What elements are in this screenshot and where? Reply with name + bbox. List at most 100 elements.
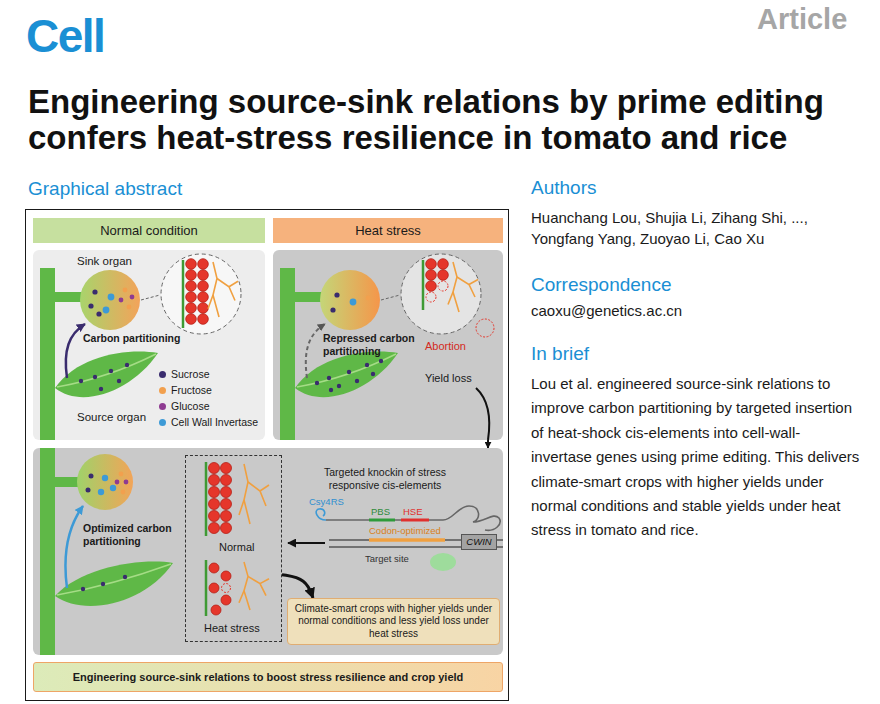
aborted-flower — [426, 292, 436, 302]
tomato-fruit — [221, 499, 232, 510]
tomato-fruit — [209, 511, 220, 522]
text-slot: Source organ — [77, 410, 146, 424]
molecule-dot — [329, 388, 333, 392]
text-slot: Heat stress — [204, 622, 260, 635]
tomato-fruit — [209, 499, 220, 510]
tomato-fruit — [438, 259, 449, 270]
molecule-dot — [110, 485, 116, 491]
molecule-dot — [79, 379, 83, 383]
summary-text: Engineering source-sink relations to boo… — [73, 671, 464, 684]
label-slot: HSE — [403, 506, 423, 517]
molecule-dot — [109, 369, 113, 373]
source-leaf — [55, 562, 173, 606]
abstract-frame: Graphical abstractNormal conditionHeat s… — [26, 210, 508, 700]
legend-text: Sucrose — [171, 368, 210, 381]
tomato-fruit — [221, 511, 232, 522]
tomato-fruit — [198, 314, 209, 325]
csy4-hairpin — [316, 509, 326, 520]
legend-text: Fructose — [171, 384, 212, 397]
zoom-circle — [161, 254, 241, 334]
tomato-fruit — [221, 475, 232, 486]
heat-panel: Repressed carbon partitioningAbortionYie… — [273, 250, 503, 440]
label-slot: Authors — [531, 176, 596, 199]
construct-label: Csy4RS — [309, 496, 344, 507]
connector-arrow — [282, 575, 313, 598]
illustration — [273, 250, 503, 440]
outcome-box: NormalHeat stress — [185, 455, 282, 642]
text-slot: Normal — [219, 541, 254, 554]
pegrna-strand — [326, 519, 443, 521]
sink-fruit — [80, 270, 140, 330]
tomato-fruit — [221, 595, 231, 605]
tomato-fruit — [209, 583, 219, 593]
repressed-flow-arrow — [306, 324, 325, 378]
plant-stem — [280, 268, 295, 440]
aborted-flower — [222, 584, 231, 593]
label-slot: caoxu@genetics.ac.cn — [531, 302, 682, 320]
section-heading: Authors — [531, 176, 596, 199]
effect-label: Yield loss — [425, 372, 472, 385]
legend-swatch — [159, 403, 166, 410]
text-slot: Graphical abstract — [28, 177, 182, 200]
author-list: Huanchang Lou, Shujia Li, Zihang Shi, ..… — [531, 207, 866, 249]
tomato-fruit — [209, 563, 219, 573]
condition-label: Normal — [219, 541, 254, 554]
molecule-dot — [119, 472, 124, 477]
condition-band: Heat stress — [273, 218, 503, 243]
codon-segment — [369, 538, 445, 542]
molecule-dot — [81, 587, 85, 591]
tomato-fruit — [221, 463, 232, 474]
molecule-dot — [125, 363, 129, 367]
note-text: Climate-smart crops with higher yields u… — [292, 603, 495, 641]
molecule-dot — [350, 299, 357, 306]
molecule-dot — [334, 292, 339, 297]
molecule-dot — [121, 490, 126, 495]
text-slot: Repressed carbon partitioning — [323, 332, 423, 358]
root-system — [260, 579, 269, 584]
tomato-fruit — [198, 303, 209, 314]
sink-fruit — [77, 454, 133, 510]
root-system — [248, 576, 266, 595]
process-label: Carbon partitioning — [83, 332, 180, 345]
hse-segment — [401, 519, 429, 522]
email: caoxu@genetics.ac.cn — [531, 302, 682, 320]
process-label: Optimized carbon partitioning — [83, 522, 183, 548]
root-system — [469, 280, 478, 285]
molecule-dot — [89, 474, 94, 479]
text-slot: Carbon partitioning — [83, 332, 180, 345]
source-leaf — [295, 352, 398, 398]
tomato-fruit — [438, 270, 449, 281]
tomato-fruit — [209, 487, 220, 498]
molecule-dot — [337, 384, 341, 388]
plant-stem — [40, 448, 55, 655]
molecule-dot — [101, 582, 105, 586]
root-system — [260, 485, 269, 491]
molecule-dot — [86, 488, 91, 493]
tomato-fruit — [209, 523, 220, 534]
truss-stem — [205, 560, 208, 616]
tomato-fruit — [221, 523, 232, 534]
tomato-fruit — [198, 281, 209, 292]
root-system — [239, 500, 244, 515]
text-slot: Sink organ — [77, 254, 132, 268]
root-system — [457, 277, 475, 297]
root-system — [217, 279, 235, 301]
source-leaf — [55, 352, 158, 398]
leaf-vein — [297, 354, 396, 387]
connector-arrow — [487, 440, 489, 448]
method-label: Targeted knockin of stress responsive ci… — [300, 466, 470, 492]
legend-row: Fructose — [159, 382, 258, 398]
molecule-dot — [371, 372, 375, 376]
organ-label: Source organ — [77, 410, 146, 424]
root-system — [248, 482, 266, 506]
tomato-fruit — [221, 487, 232, 498]
text-slot: Targeted knockin of stress responsive ci… — [300, 466, 470, 492]
tomato-fruit — [209, 463, 220, 474]
molecule-dot — [93, 375, 97, 379]
summary-paragraph: Lou et al. engineered source-sink relati… — [531, 372, 861, 543]
tomato-fruit — [186, 259, 197, 270]
illustration — [33, 250, 265, 440]
dashed-guide — [381, 295, 400, 300]
plant-stem — [40, 268, 55, 440]
construct-label: Target site — [365, 553, 409, 565]
